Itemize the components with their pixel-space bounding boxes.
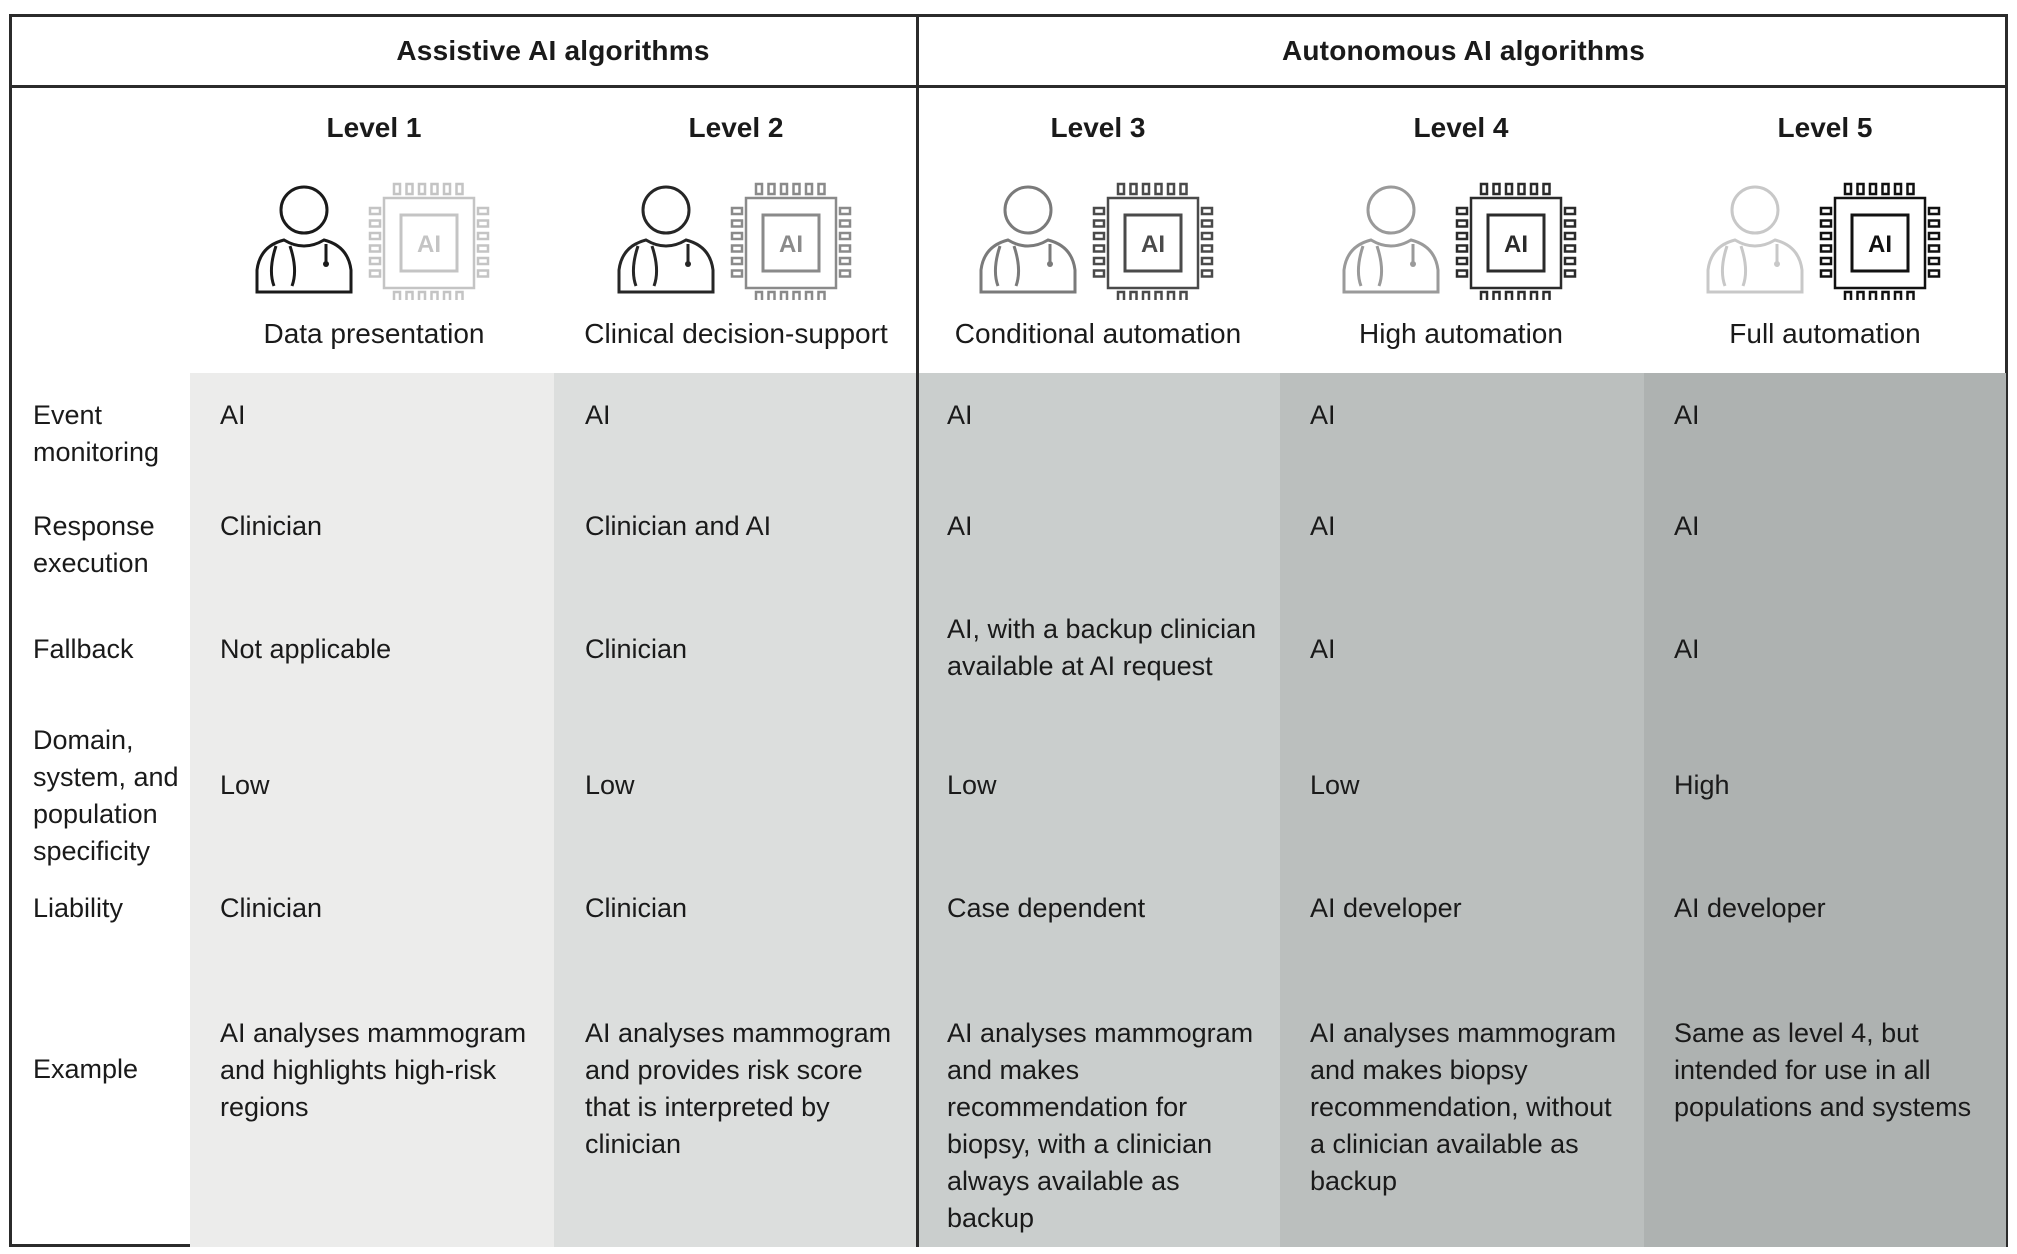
table-cell: Same as level 4, but intended for use in… [1674,1018,1972,1122]
table-cell: Low [585,770,635,800]
row-label-specificity: Domain, system, and population specifici… [33,725,179,866]
table-cell: AI analyses mammogram and highlights hig… [220,1018,527,1122]
level-2-column-shading [554,373,917,1247]
assistive-group-title: Assistive AI algorithms [396,35,710,66]
level-3-subtitle: Conditional automation [954,318,1242,349]
table-cell: Low [1310,770,1360,800]
row-label-example: Example [33,1054,139,1084]
clinician-icon [1706,185,1804,294]
level-3-column-shading [917,373,1280,1247]
table-cell: AI developer [1674,893,1826,923]
clinician-icon [979,185,1077,294]
level-1-title: Level 1 [326,112,422,143]
table-cell: AI [1674,511,1700,541]
table-cell: AI [1674,634,1700,664]
table-cell: AI [585,400,611,430]
table-cell: Clinician and AI [585,511,772,541]
table-cell: High [1674,770,1730,800]
level-4-subtitle: High automation [1359,318,1563,349]
table-cell: AI [220,400,246,430]
table-cell: Not applicable [220,634,392,664]
table-cell: Clinician [585,893,688,923]
row-label-liability: Liability [33,893,124,923]
table-cell: AI analyses mammogram and provides risk … [585,1018,892,1159]
table-cell: AI [1310,634,1336,664]
clinician-icon [1342,185,1440,294]
ai-chip-label: AI [1141,231,1165,258]
level-5-title: Level 5 [1777,112,1873,143]
table-cell: AI [1310,511,1336,541]
table-cell: AI [947,400,973,430]
row-label-response-execution: Response execution [33,511,155,578]
clinician-icon [617,185,715,294]
table-cell: Case dependent [947,893,1146,923]
ai-chip-icon: AI [1092,182,1214,300]
ai-chip-label: AI [1868,231,1892,258]
table-cell: AI [1674,400,1700,430]
table-cell: Low [220,770,270,800]
ai-chip-label: AI [417,231,441,258]
row-label-fallback: Fallback [33,634,134,664]
level-5-column-shading [1644,373,2006,1247]
level-1-icon: AI [193,180,555,300]
level-3-icon: AI [917,180,1279,300]
clinician-icon [255,185,353,294]
table-cell: AI [1310,400,1336,430]
autonomous-group-title: Autonomous AI algorithms [1281,35,1646,66]
level-1-column-shading [190,373,554,1247]
ai-chip-icon: AI [368,182,490,300]
ai-chip-icon: AI [1455,182,1577,300]
table-cell: AI analyses mammogram and makes biopsy r… [1310,1018,1617,1196]
ai-chip-icon: AI [1819,182,1941,300]
table-cell: AI developer [1310,893,1462,923]
ai-chip-label: AI [1504,231,1528,258]
row-label-event-monitoring: Event monitoring [33,400,160,467]
level-5-icon: AI [1644,180,2006,300]
ai-chip-icon: AI [730,182,852,300]
table-cell: AI, with a backup clinician available at… [947,614,1257,681]
level-4-column-shading [1280,373,1644,1247]
header-divider [9,85,2008,88]
table-cell: Clinician [220,511,323,541]
group-divider [916,14,919,1247]
table-cell: Low [947,770,997,800]
level-2-icon: AI [555,180,917,300]
level-2-subtitle: Clinical decision-support [584,318,888,349]
level-5-subtitle: Full automation [1729,318,1921,349]
level-1-subtitle: Data presentation [263,318,485,349]
ai-chip-label: AI [779,231,803,258]
level-4-icon: AI [1280,180,1642,300]
table-cell: Clinician [220,893,323,923]
level-2-title: Level 2 [688,112,784,143]
level-3-title: Level 3 [1050,112,1146,143]
table-cell: AI analyses mammogram and makes recommen… [947,1018,1254,1233]
table-cell: Clinician [585,634,688,664]
level-4-title: Level 4 [1413,112,1509,143]
table-cell: AI [947,511,973,541]
